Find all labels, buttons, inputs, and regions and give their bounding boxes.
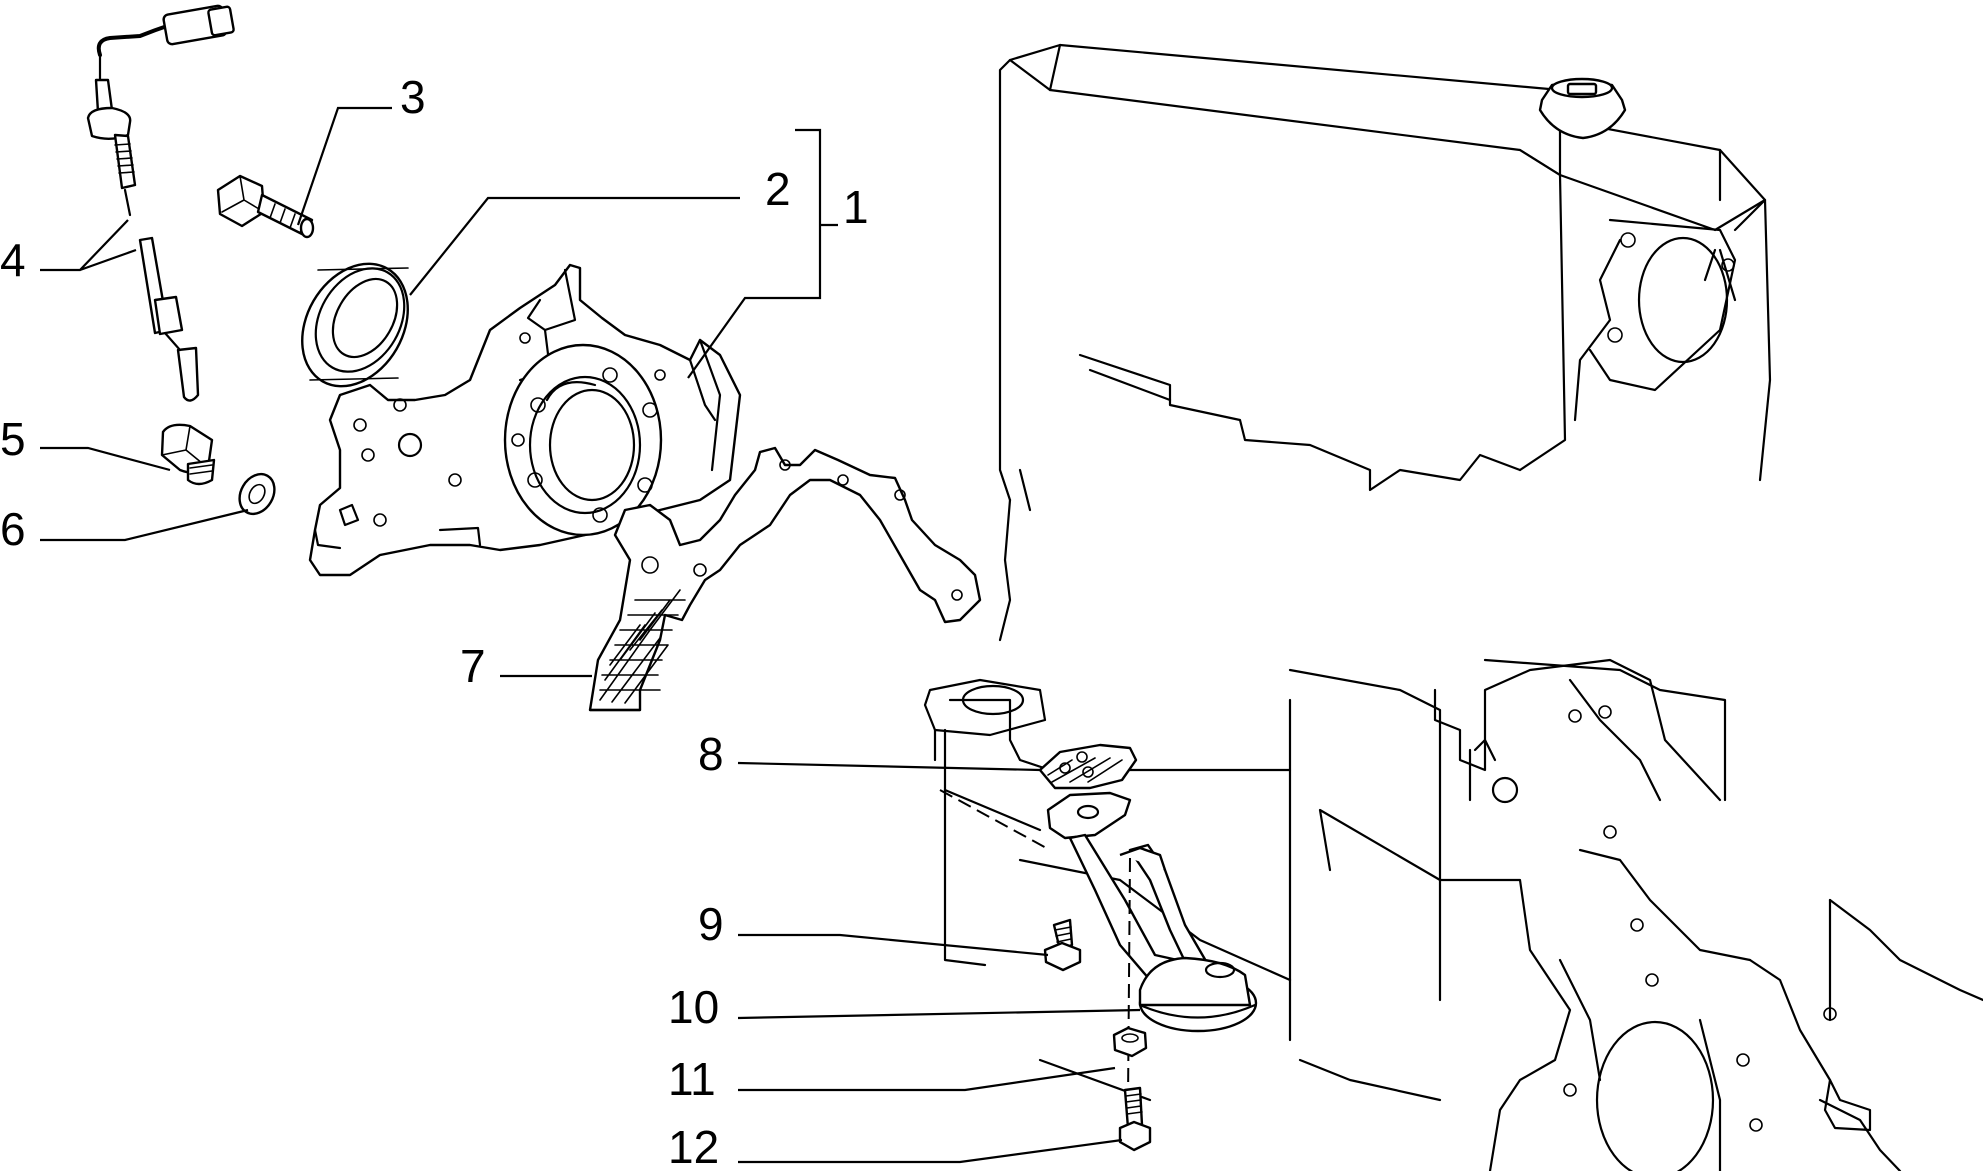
part-4-oil-sensor [86,4,235,402]
callout-labels: 1 2 3 4 5 6 7 8 9 10 11 12 [0,71,869,1171]
leader-lines [40,106,1141,1164]
part-2-oil-seal [301,262,409,388]
callout-4: 4 [0,234,26,286]
part-11-nut [1112,1026,1148,1058]
part-5-drain-plug [160,423,216,486]
part-3-bolt [216,174,315,239]
callout-11: 11 [668,1053,716,1105]
part-6-washer [238,472,276,516]
callout-6: 6 [0,503,26,555]
part-9-bolt [1043,918,1082,972]
callout-12: 12 [668,1121,719,1171]
callout-5: 5 [0,413,26,465]
part-1-front-cover [308,263,742,577]
callout-9: 9 [698,898,724,950]
callout-10: 10 [668,981,719,1033]
part-12-bolt [1118,1086,1152,1152]
part-7-gasket [588,446,982,712]
callout-8: 8 [698,728,724,780]
callout-2: 2 [765,163,791,215]
engine-block [923,43,1983,1171]
callout-7: 7 [460,640,486,692]
callout-1: 1 [843,181,869,233]
part-8-pickup-gasket [1038,743,1138,790]
part-10-oil-strainer [1046,791,1258,1101]
callout-3: 3 [400,71,426,123]
